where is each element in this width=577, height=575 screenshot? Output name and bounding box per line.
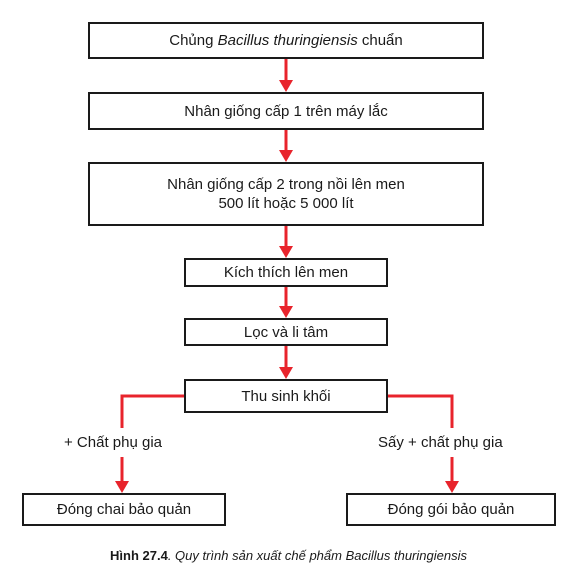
- step-stimulate-label: Kích thích lên men: [223, 264, 349, 281]
- branch-left-line: [120, 394, 184, 428]
- step-strain-box: Chủng Bacillus thuringiensis chuẩn: [88, 22, 484, 59]
- step-package-label: Đóng gói bảo quản: [387, 501, 515, 518]
- caption-figure-number: Hình 27.4: [110, 548, 168, 563]
- step-stimulate-box: Kích thích lên men: [184, 258, 388, 287]
- step-filter-label: Lọc và li tâm: [243, 323, 329, 341]
- edge-label-right: Sấy + chất phụ gia: [378, 434, 503, 451]
- step-level1-box: Nhân giống cấp 1 trên máy lắc: [88, 92, 484, 130]
- arrowhead-n4: [279, 246, 293, 258]
- arrowhead-n8: [445, 481, 459, 493]
- step-level1-label: Nhân giống cấp 1 trên máy lắc: [184, 102, 388, 120]
- arrowhead-n7: [115, 481, 129, 493]
- step-biomass-box: Thu sinh khối: [184, 379, 388, 413]
- step-level2-line1: Nhân giống cấp 2 trong nồi lên men: [167, 176, 405, 193]
- edge-label-left: + Chất phụ gia: [64, 434, 162, 451]
- step-biomass-label: Thu sinh khối: [241, 387, 331, 405]
- figure-caption: Hình 27.4. Quy trình sản xuất chế phẩm B…: [0, 548, 577, 563]
- step-strain-italic: Bacillus thuringiensis: [217, 32, 358, 49]
- arrowhead-n5: [279, 306, 293, 318]
- step-strain-suffix: chuẩn: [357, 32, 403, 49]
- branch-right-line: [386, 394, 454, 428]
- step-level2-line2: 500 lít hoặc 5 000 lít: [218, 195, 354, 212]
- arrowhead-n3: [279, 150, 293, 162]
- step-bottle-label: Đóng chai bảo quản: [56, 501, 192, 518]
- arrowhead-n6: [279, 367, 293, 379]
- step-strain-prefix: Chủng: [169, 32, 218, 49]
- step-level2-box: Nhân giống cấp 2 trong nồi lên men 500 l…: [88, 162, 484, 226]
- step-filter-box: Lọc và li tâm: [184, 318, 388, 346]
- step-package-box: Đóng gói bảo quản: [346, 493, 556, 526]
- caption-text: . Quy trình sản xuất chế phẩm Bacillus t…: [167, 548, 467, 563]
- arrowhead-n2: [279, 80, 293, 92]
- step-bottle-box: Đóng chai bảo quản: [22, 493, 226, 526]
